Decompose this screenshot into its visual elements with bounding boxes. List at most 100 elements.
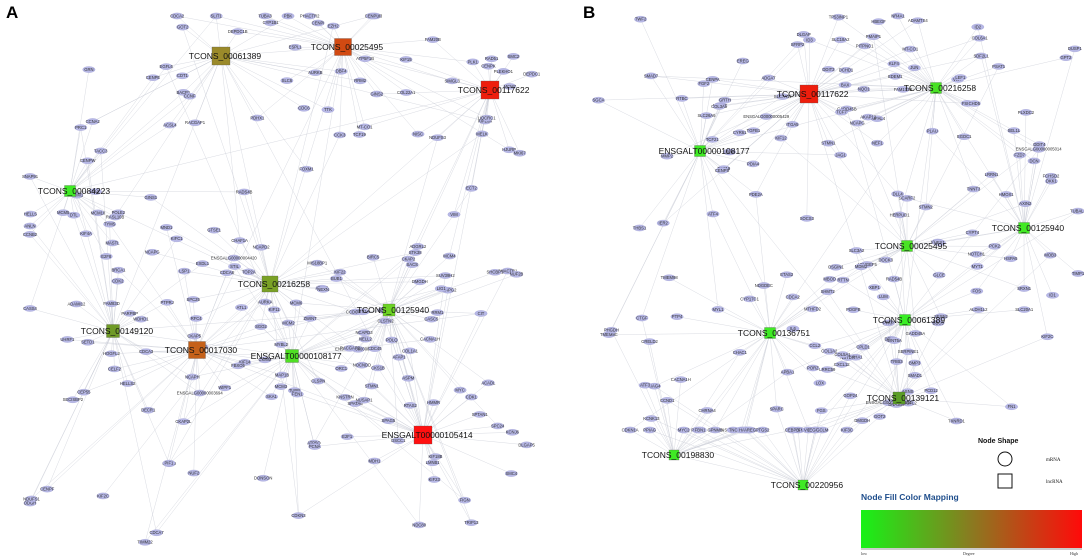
gene-node <box>401 375 415 382</box>
gene-node <box>23 231 37 238</box>
gene-node-label: SCARF2 <box>899 196 916 201</box>
network-edge <box>699 93 810 152</box>
gene-node-label: KCNK13 <box>643 416 660 421</box>
network-edge <box>904 319 916 376</box>
network-edge <box>855 357 900 399</box>
gene-node-label: NEXN <box>317 287 329 292</box>
lncrna-hub-node <box>64 185 76 197</box>
network-edge <box>31 349 198 500</box>
network-edge <box>342 46 407 60</box>
gene-node-label: HELLS2 <box>120 381 136 386</box>
gene-node <box>434 285 448 292</box>
network-edge <box>220 55 240 241</box>
gene-node-label: AFAP1 <box>393 355 407 360</box>
gene-node <box>1017 285 1031 292</box>
network-edge <box>752 93 810 164</box>
network-edge <box>69 190 87 234</box>
gene-node-label: MASTL <box>106 240 121 245</box>
network-edge <box>935 87 974 190</box>
gene-node-label: SGCA <box>593 98 605 103</box>
gene-node <box>868 284 881 291</box>
network-edge <box>663 93 810 224</box>
gene-node <box>988 243 1001 250</box>
gene-node <box>447 211 461 218</box>
gene-node <box>743 295 756 303</box>
gene-node-label: SIMGL3 <box>444 78 460 83</box>
network-edge <box>677 316 771 334</box>
gene-node <box>1033 141 1046 148</box>
network-edge <box>749 298 771 334</box>
gene-node-label: CENPS <box>715 168 730 173</box>
lncrna-hub-node <box>892 391 906 405</box>
gene-node-label: MCM4 <box>443 253 456 258</box>
network-edge <box>269 252 416 285</box>
network-edge <box>257 46 344 119</box>
network-edge <box>376 89 491 95</box>
gene-node-label: GPNMB <box>707 427 723 432</box>
gene-node <box>1071 207 1084 215</box>
network-edge <box>873 36 937 89</box>
network-edge <box>220 15 373 57</box>
network-edge <box>432 39 491 91</box>
network-edge <box>29 234 114 332</box>
network-edge <box>644 385 675 456</box>
network-edge <box>906 245 942 317</box>
gene-node-label: SMC4 <box>505 471 517 476</box>
network-edge <box>744 332 771 431</box>
network-edge <box>388 309 472 523</box>
gene-node-label: PRIM1 <box>70 193 83 198</box>
network-edge <box>745 429 804 486</box>
network-edge <box>935 87 1035 162</box>
gene-node-label: STK38 <box>409 250 422 255</box>
network-edge <box>904 319 932 391</box>
gene-node-label: ZWINT <box>303 316 317 321</box>
gene-node <box>356 308 370 316</box>
gene-node-label: PLEKHO1 <box>494 69 514 74</box>
network-edge <box>291 355 420 526</box>
hub-node-label: TCONS_00117622 <box>458 85 530 95</box>
gene-node <box>660 152 674 160</box>
gene-node-label: CXCL12 <box>834 362 850 367</box>
gene-node-label: ARHGEF5 <box>857 262 877 267</box>
gene-node-label: SLC20A1 <box>1015 307 1034 312</box>
gene-node-label: KIFC1 <box>171 236 184 241</box>
gene-node-label: PTPRJ <box>161 300 174 305</box>
network-edge <box>699 150 756 195</box>
gene-node <box>139 348 153 355</box>
gene-node <box>836 351 849 358</box>
network-edge <box>241 307 293 357</box>
gene-node <box>258 298 272 306</box>
network-edge <box>287 15 344 48</box>
gene-node-label: DDIT4 <box>1033 142 1046 147</box>
network-edge <box>220 55 305 109</box>
network-edge <box>906 245 1011 259</box>
network-edge <box>608 332 771 335</box>
network-edge <box>898 351 909 399</box>
network-edge <box>220 55 307 170</box>
network-edge <box>29 190 71 227</box>
gene-node-label: NUF2B <box>510 272 524 277</box>
network-edge <box>69 89 491 192</box>
network-edge <box>808 76 896 95</box>
gene-node <box>893 211 906 219</box>
network-edge <box>640 19 701 152</box>
gene-node <box>196 260 209 267</box>
gene-node <box>74 124 88 131</box>
gene-node-label: WIPF1 <box>218 385 231 390</box>
gene-node <box>348 400 362 407</box>
lncrna-hub-node <box>668 449 680 461</box>
network-edge <box>297 393 424 436</box>
network-edge <box>650 75 701 152</box>
gene-node-label: ECT2 <box>466 186 477 191</box>
gene-node <box>700 407 714 414</box>
network-edge <box>388 309 438 313</box>
network-edge <box>220 55 316 73</box>
gene-node-label: BMP3 <box>909 360 921 365</box>
gene-node-label: RTAS2 <box>404 403 418 408</box>
gene-node <box>311 19 325 27</box>
network-edge <box>877 87 937 144</box>
network-edge <box>388 309 411 351</box>
gene-node-label: DONSON <box>254 476 272 481</box>
network-edge <box>769 332 830 352</box>
network-edge <box>724 93 810 101</box>
